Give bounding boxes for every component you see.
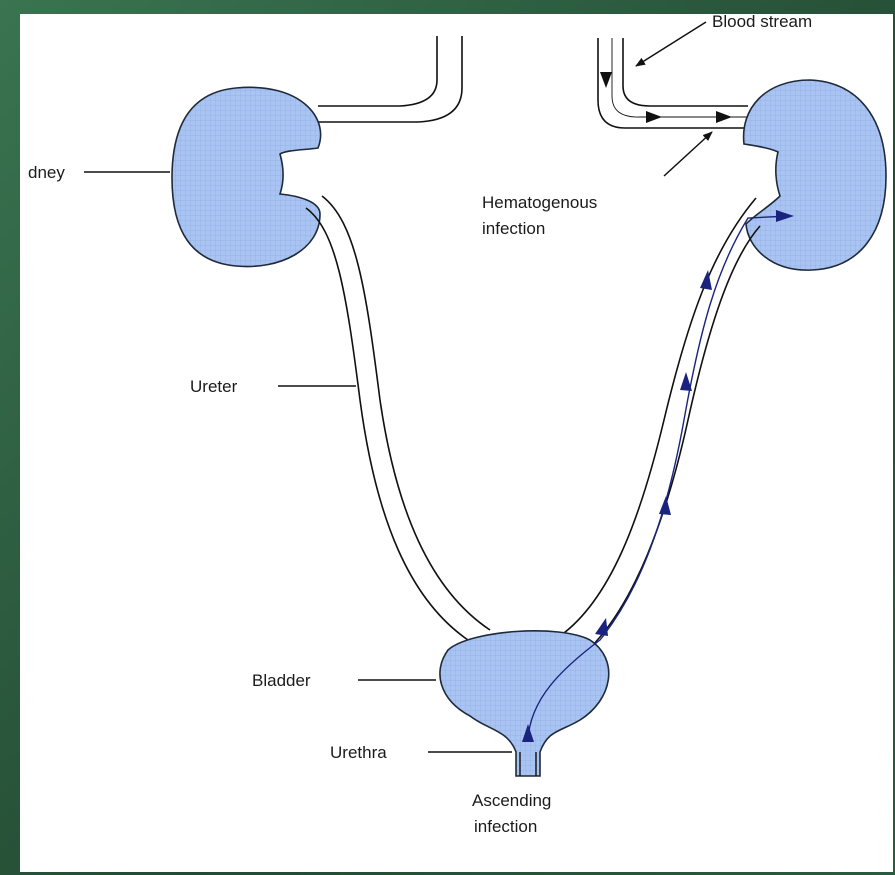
arrow-vessel-right-2 bbox=[716, 111, 732, 123]
arrow-ureter-3 bbox=[680, 372, 692, 391]
right-ureter bbox=[560, 198, 760, 648]
right-kidney bbox=[744, 80, 886, 270]
blood-stream-label: Blood stream bbox=[712, 12, 812, 31]
urethra-label: Urethra bbox=[330, 743, 387, 762]
left-ureter bbox=[306, 196, 490, 640]
ascending-label-line2: infection bbox=[474, 817, 537, 836]
ureter-label: Ureter bbox=[190, 377, 238, 396]
arrow-ureter-1 bbox=[595, 618, 608, 636]
blood-stream-pointer bbox=[636, 22, 706, 66]
bladder-label: Bladder bbox=[252, 671, 311, 690]
left-blood-vessel bbox=[318, 36, 462, 122]
hematogenous-pointer bbox=[664, 132, 712, 176]
arrow-ureter-2 bbox=[659, 496, 671, 515]
right-blood-vessel bbox=[598, 38, 748, 128]
bloodstream-flow-arrows bbox=[600, 72, 732, 123]
ascending-label-line1: Ascending bbox=[472, 791, 551, 810]
hematogenous-label-line2: infection bbox=[482, 219, 545, 238]
arrow-vessel-down bbox=[600, 72, 612, 88]
hematogenous-label-line1: Hematogenous bbox=[482, 193, 597, 212]
left-kidney bbox=[172, 87, 321, 266]
kidney-label: dney bbox=[28, 163, 65, 182]
arrow-vessel-right-1 bbox=[646, 111, 662, 123]
